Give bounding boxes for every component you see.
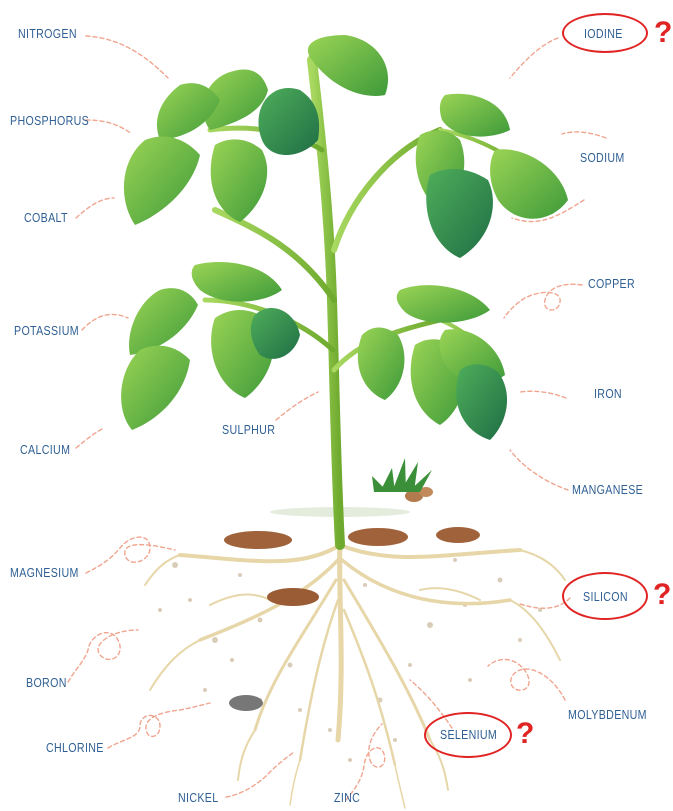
question-mark-silicon: ? <box>653 580 671 610</box>
label-boron: BORON <box>26 675 67 690</box>
label-molybdenum: MOLYBDENUM <box>568 707 647 722</box>
label-nickel: NICKEL <box>178 790 218 805</box>
label-silicon: SILICON <box>583 589 628 604</box>
label-nitrogen: NITROGEN <box>18 26 77 41</box>
label-iodine: IODINE <box>584 26 623 41</box>
label-iron: IRON <box>594 386 622 401</box>
label-cobalt: COBALT <box>24 210 68 225</box>
label-chlorine: CHLORINE <box>46 740 104 755</box>
label-sulphur: SULPHUR <box>222 422 275 437</box>
question-mark-iodine: ? <box>654 18 672 48</box>
label-manganese: MANGANESE <box>572 482 643 497</box>
grass-tuft <box>372 458 432 492</box>
question-mark-selenium: ? <box>516 719 534 749</box>
label-potassium: POTASSIUM <box>14 323 79 338</box>
label-calcium: CALCIUM <box>20 442 70 457</box>
roots <box>145 535 565 808</box>
label-magnesium: MAGNESIUM <box>10 565 79 580</box>
soil-stones <box>224 487 480 711</box>
label-copper: COPPER <box>588 276 635 291</box>
label-phosphorus: PHOSPHORUS <box>10 113 89 128</box>
label-zinc: ZINC <box>334 790 360 805</box>
label-selenium: SELENIUM <box>440 727 497 742</box>
label-sodium: SODIUM <box>580 150 625 165</box>
leaves <box>121 35 568 440</box>
